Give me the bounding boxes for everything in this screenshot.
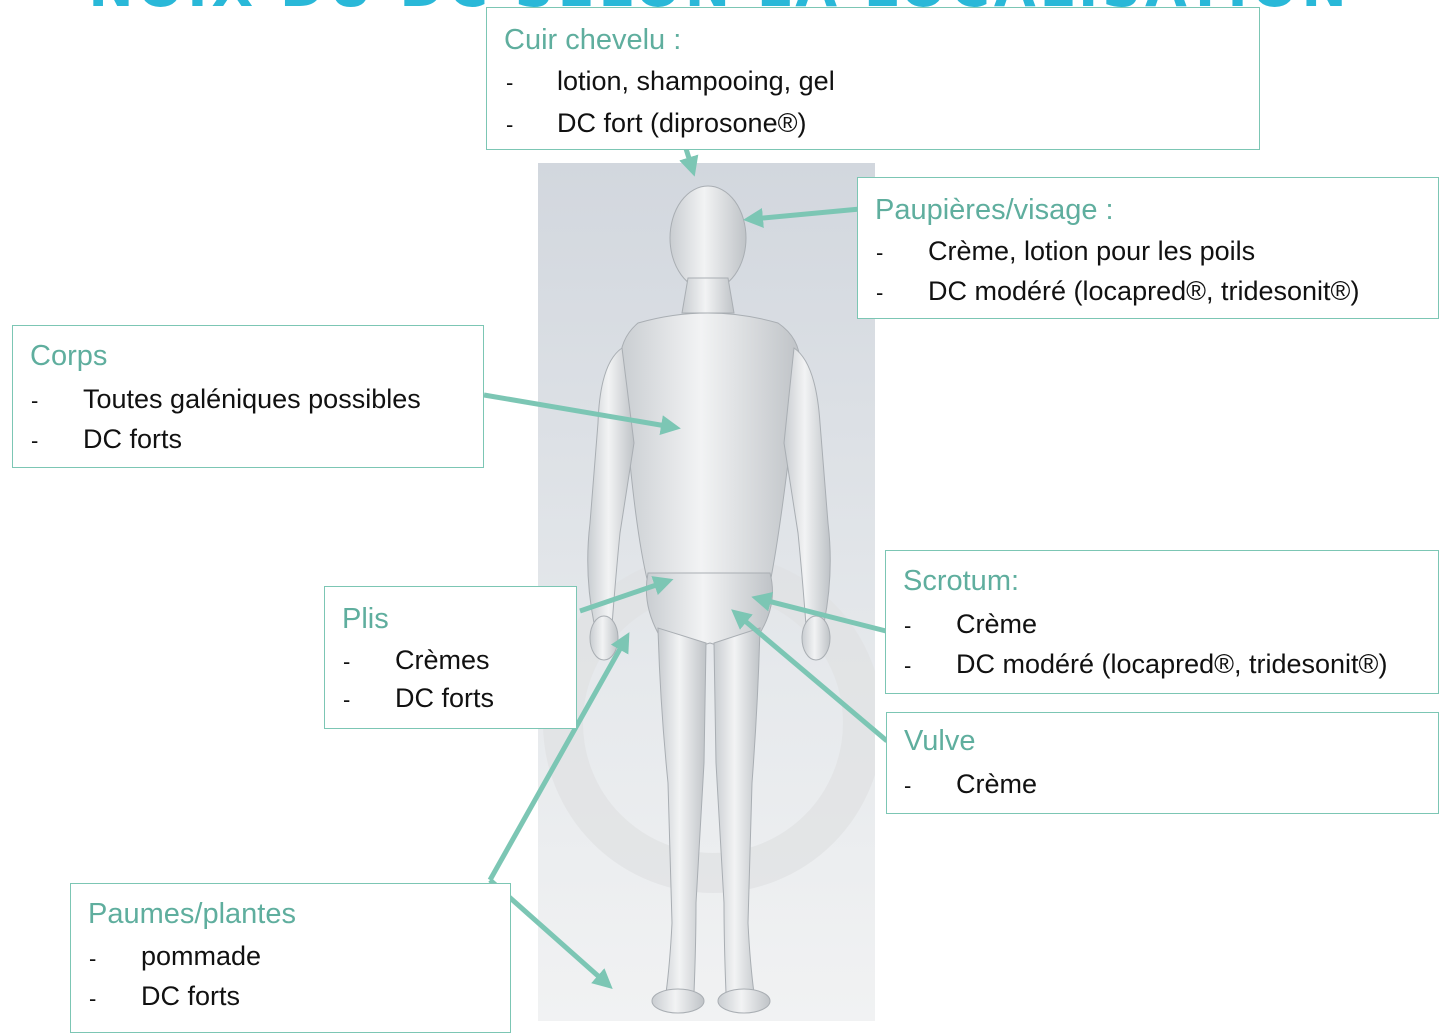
callout-scalp-item-2: DC fort (diprosone®) [557,108,806,139]
bullet-dash: - [876,280,883,306]
callout-face: Paupières/visage : - Crème, lotion pour … [857,177,1439,319]
callout-folds-item-2: DC forts [395,683,494,714]
callout-folds-title: Plis [342,603,389,636]
callout-vulva-item-1: Crème [956,769,1037,800]
callout-folds-item-1: Crèmes [395,645,490,676]
callout-palms-item-1: pommade [141,941,261,972]
callout-scalp-item-1: lotion, shampooing, gel [557,66,835,97]
callout-scrotum-item-2: DC modéré (locapred®, tridesonit®) [956,649,1387,680]
bullet-dash: - [506,112,513,138]
bullet-dash: - [904,773,911,799]
callout-body-title: Corps [30,340,107,373]
bullet-dash: - [31,428,38,454]
callout-body: Corps - Toutes galéniques possibles - DC… [12,325,484,468]
callout-palms-title: Paumes/plantes [88,898,296,931]
bullet-dash: - [89,986,96,1012]
callout-face-item-2: DC modéré (locapred®, tridesonit®) [928,276,1359,307]
callout-scrotum: Scrotum: - Crème - DC modéré (locapred®,… [885,550,1439,694]
bullet-dash: - [89,946,96,972]
callout-vulva: Vulve - Crème [886,712,1439,814]
bullet-dash: - [904,613,911,639]
callout-palms-soles: Paumes/plantes - pommade - DC forts [70,883,511,1033]
callout-body-item-1: Toutes galéniques possibles [83,384,421,415]
callout-vulva-title: Vulve [904,725,975,758]
callout-face-item-1: Crème, lotion pour les poils [928,236,1255,267]
callout-face-title: Paupières/visage : [875,194,1114,227]
callout-body-item-2: DC forts [83,424,182,455]
callout-folds: Plis - Crèmes - DC forts [324,586,577,729]
callout-scrotum-title: Scrotum: [903,565,1019,598]
bullet-dash: - [343,687,350,713]
human-body-illustration [538,163,875,1021]
callout-scalp-title: Cuir chevelu : [504,24,681,57]
bullet-dash: - [31,388,38,414]
bullet-dash: - [904,653,911,679]
bullet-dash: - [506,70,513,96]
bullet-dash: - [876,240,883,266]
callout-palms-item-2: DC forts [141,981,240,1012]
callout-scrotum-item-1: Crème [956,609,1037,640]
bullet-dash: - [343,649,350,675]
callout-scalp: Cuir chevelu : - lotion, shampooing, gel… [486,7,1260,150]
